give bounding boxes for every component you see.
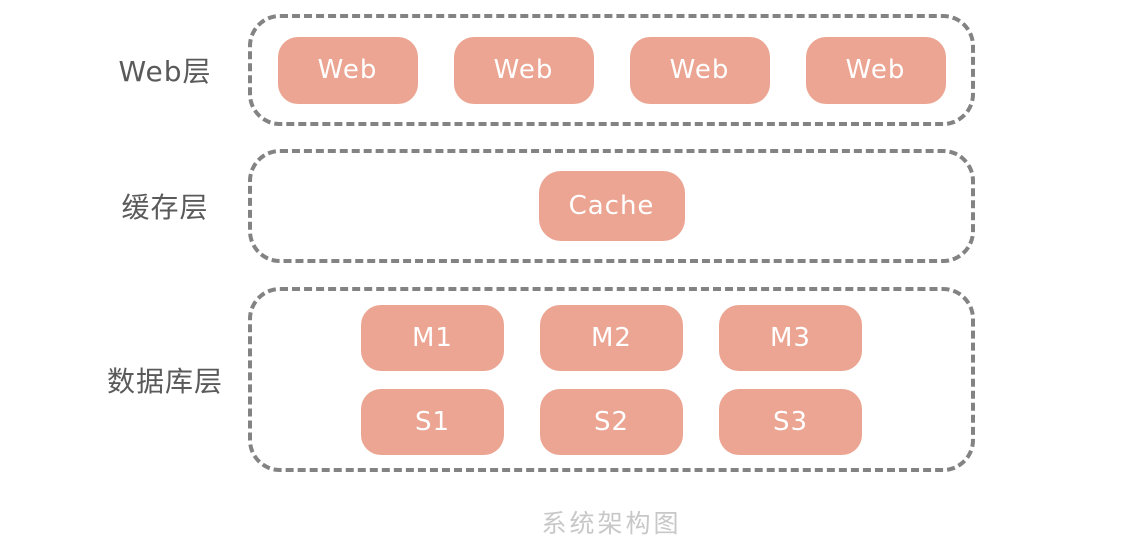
node-m2: M2 (540, 304, 683, 371)
diagram-title: 系统架构图 (541, 509, 682, 538)
layer-container-web: Web Web Web Web (248, 14, 975, 126)
node-web-4: Web (805, 36, 946, 104)
node-s1: S1 (361, 388, 504, 455)
layer-container-cache: Cache (248, 149, 975, 263)
node-m3: M3 (719, 304, 862, 371)
node-m1: M1 (361, 304, 504, 371)
node-web-3: Web (629, 36, 770, 104)
database-slave-row: S1 S2 S3 (361, 388, 862, 455)
node-web-1: Web (277, 36, 418, 104)
layer-container-database: M1 M2 M3 S1 S2 S3 (248, 287, 975, 472)
layer-label-web: Web层 (118, 55, 212, 88)
node-s3: S3 (719, 388, 862, 455)
node-cache: Cache (538, 171, 685, 241)
node-s2: S2 (540, 388, 683, 455)
node-web-2: Web (453, 36, 594, 104)
layer-label-database: 数据库层 (106, 364, 223, 398)
layer-label-cache: 缓存层 (121, 191, 209, 224)
database-master-row: M1 M2 M3 (361, 304, 862, 371)
